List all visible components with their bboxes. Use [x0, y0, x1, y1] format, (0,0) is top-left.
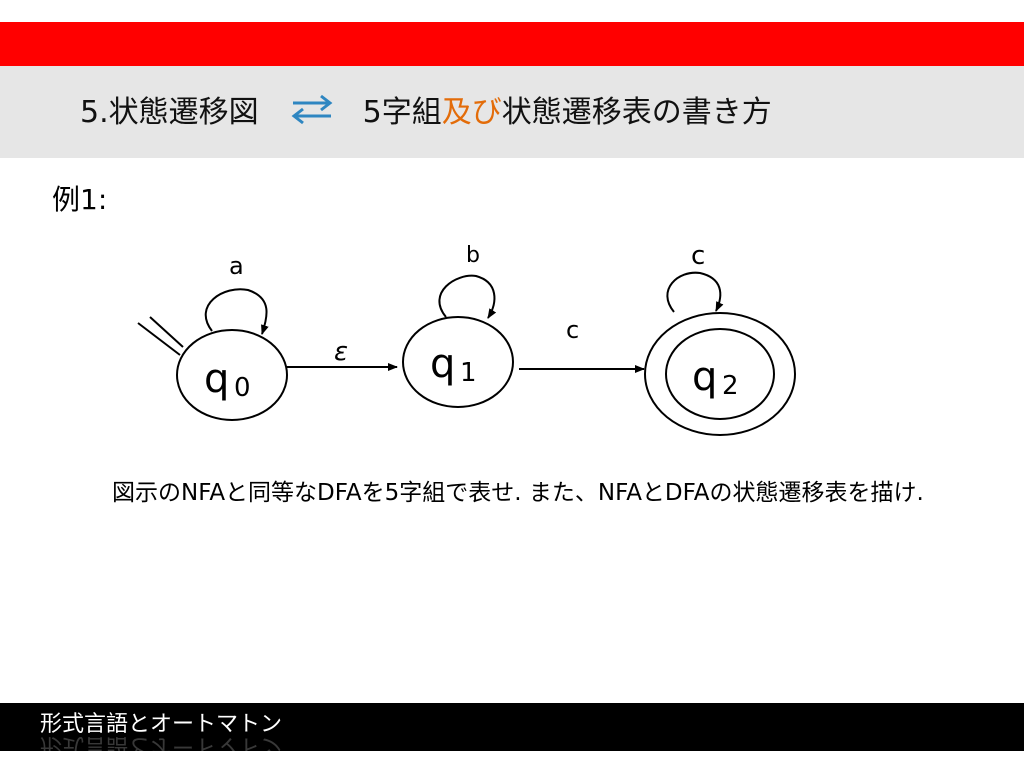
bidirectional-arrows-icon: [291, 94, 333, 125]
state-q2-subscript: 2: [722, 371, 739, 401]
footer-bar: [0, 703, 1024, 751]
transition-label-b: b: [466, 243, 480, 268]
transition-label-epsilon: ε: [334, 337, 348, 367]
transition-q2-q2: c: [666, 241, 724, 313]
state-q1: q 1: [402, 316, 514, 408]
title-right-prefix: 5字組: [362, 95, 442, 130]
transition-q0-q1: ε: [287, 337, 398, 371]
footer-course-title-reflection: 形式言語とオートマトン: [40, 736, 283, 758]
state-q2: q 2: [644, 312, 796, 436]
transition-q1-q1: b: [438, 243, 497, 319]
example-label: 例1:: [52, 183, 108, 216]
transition-label-c: c: [566, 316, 579, 344]
slide-title: 5.状態遷移図 5字組及び状態遷移表の書き方: [80, 84, 772, 134]
state-q1-subscript: 1: [460, 358, 477, 388]
instructions-text: 図示のNFAと同等なDFAを5字組で表せ. また、NFAとDFAの状態遷移表を描…: [112, 480, 924, 506]
title-right-suffix: 状態遷移表の書き方: [501, 95, 772, 130]
state-q0-subscript: 0: [234, 373, 251, 403]
header-red-bar: [0, 22, 1024, 66]
title-band: [0, 66, 1024, 158]
state-q1-label: q: [430, 341, 455, 387]
transition-q0-q0: a: [204, 252, 269, 335]
state-q2-label: q: [692, 354, 717, 400]
state-q0: q 0: [176, 329, 288, 421]
title-left: 5.状態遷移図: [80, 95, 259, 130]
initial-state-marker: [137, 316, 184, 356]
transition-label-c-loop: c: [691, 241, 705, 271]
title-right-accent: 及び: [441, 95, 502, 130]
transition-q1-q2: c: [519, 316, 645, 373]
state-q0-label: q: [204, 356, 229, 402]
transition-label-a: a: [229, 252, 244, 280]
footer-course-title: 形式言語とオートマトン: [40, 712, 283, 737]
